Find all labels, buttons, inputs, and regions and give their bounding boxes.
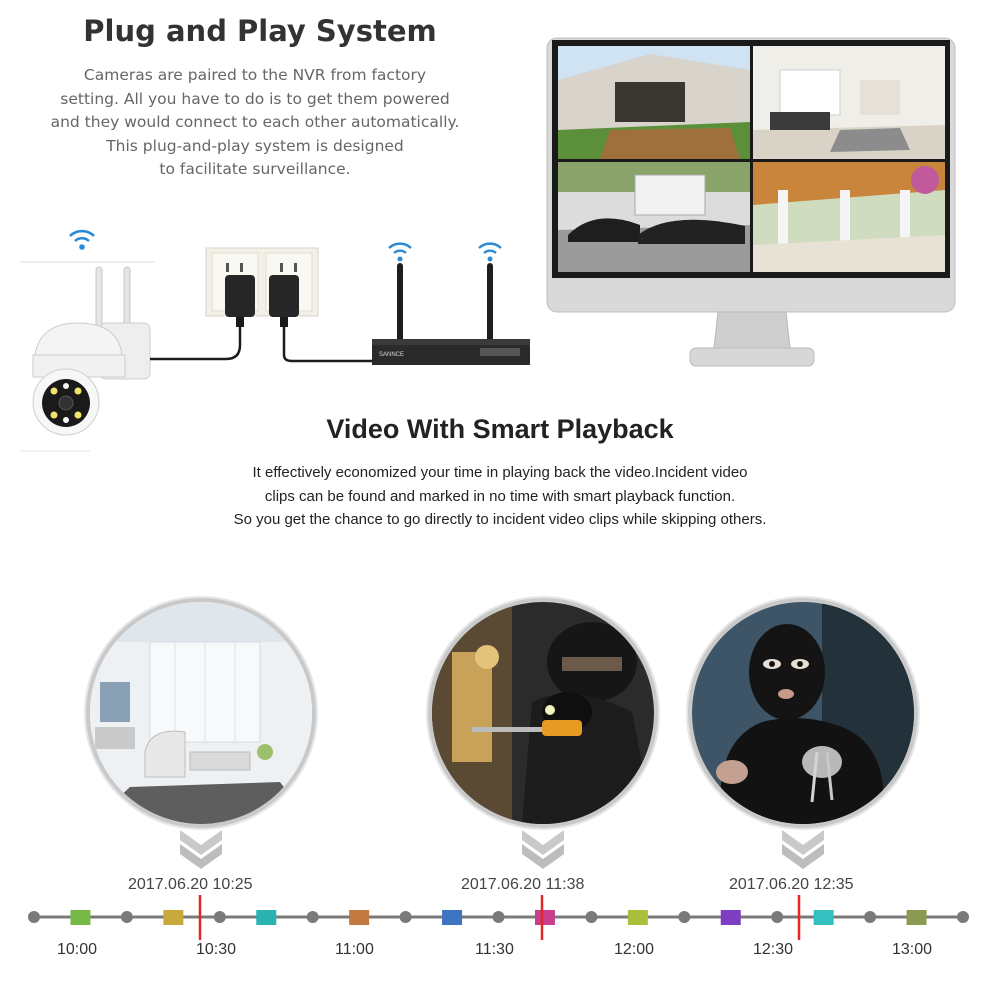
ptz-camera (20, 261, 155, 452)
timeline-clip-segment[interactable] (163, 910, 184, 925)
smart-playback-title: Video With Smart Playback (326, 414, 674, 444)
timeline-node[interactable] (678, 911, 691, 923)
playback-timeline[interactable] (0, 895, 1000, 945)
chevron-down-icon (782, 830, 824, 869)
timeline-node[interactable] (864, 911, 877, 923)
event-timestamp-2: 2017.06.20 11:38 (461, 876, 585, 893)
timeline-node[interactable] (492, 911, 505, 923)
timeline-clip-segment[interactable] (534, 910, 555, 925)
time-label-1200: 12:00 (614, 941, 655, 958)
time-label-1100: 11:00 (335, 941, 374, 958)
timeline-node[interactable] (771, 911, 784, 923)
nvr-power-cable (282, 327, 372, 363)
nvr-brand-label: SANNCE (379, 352, 404, 358)
timeline-clip-segment[interactable] (813, 910, 834, 925)
timeline-node[interactable] (213, 911, 226, 923)
monitor-display (546, 37, 956, 367)
smart-playback-description: It effectively economized your time in p… (150, 461, 850, 532)
smart-playback-line-3: So you get the chance to go directly to … (233, 511, 767, 528)
timeline-node[interactable] (306, 911, 319, 923)
chevron-down-icon (522, 830, 564, 869)
timeline-clip-segment[interactable] (442, 910, 463, 925)
event-thumbnail-living-room[interactable] (86, 598, 316, 828)
timeline-node[interactable] (120, 911, 133, 923)
event-thumbnail-masked-intruder[interactable] (688, 598, 918, 828)
time-label-1000: 10:00 (57, 941, 98, 958)
setup-illustration: SANNCE (20, 229, 530, 452)
camera-feed-patio (753, 162, 945, 272)
timeline-node[interactable] (957, 911, 969, 923)
chevron-down-icon (180, 830, 222, 869)
timeline-clip-segment[interactable] (906, 910, 927, 925)
plug-play-line-2: setting. All you have to do is to get th… (60, 89, 450, 108)
plug-play-line-3: and they would connect to each other aut… (50, 113, 460, 131)
wifi-icon (478, 242, 502, 262)
event-timestamp-1: 2017.06.20 10:25 (128, 876, 253, 893)
plug-play-description: Cameras are paired to the NVR from facto… (30, 64, 480, 182)
camera-power-cable (150, 327, 242, 361)
timeline-node[interactable] (585, 911, 598, 923)
timeline-clip-segment[interactable] (627, 910, 648, 925)
plug-play-title: Plug and Play System (83, 14, 437, 48)
camera-feed-house (558, 46, 750, 159)
time-label-1230: 12:30 (753, 941, 794, 958)
timeline-clip-segment[interactable] (349, 910, 370, 925)
event-timestamp-3: 2017.06.20 12:35 (729, 876, 854, 893)
time-label-1130: 11:30 (475, 941, 514, 958)
wifi-icon (388, 242, 412, 262)
wifi-icon (69, 229, 95, 250)
event-thumbnail-intruder-door[interactable] (428, 598, 658, 828)
camera-feed-living-room (753, 46, 945, 159)
plug-play-line-5: to facilitate surveillance. (159, 160, 351, 178)
timeline-clip-segment[interactable] (256, 910, 277, 925)
smart-playback-line-2: clips can be found and marked in no time… (264, 487, 736, 505)
smart-playback-line-1: It effectively economized your time in p… (252, 464, 748, 481)
time-label-1030: 10:30 (196, 941, 237, 958)
time-label-1300: 13:00 (892, 941, 933, 958)
camera-feed-garage (558, 162, 750, 272)
power-socket (205, 247, 319, 327)
timeline-clip-segment[interactable] (720, 910, 741, 925)
timeline-node[interactable] (28, 911, 40, 923)
nvr-recorder: SANNCE (372, 242, 530, 365)
plug-play-line-1: Cameras are paired to the NVR from facto… (83, 66, 427, 84)
plug-play-line-4: This plug-and-play system is designed (106, 136, 404, 155)
timeline-node[interactable] (399, 911, 412, 923)
timeline-clip-segment[interactable] (70, 910, 91, 925)
